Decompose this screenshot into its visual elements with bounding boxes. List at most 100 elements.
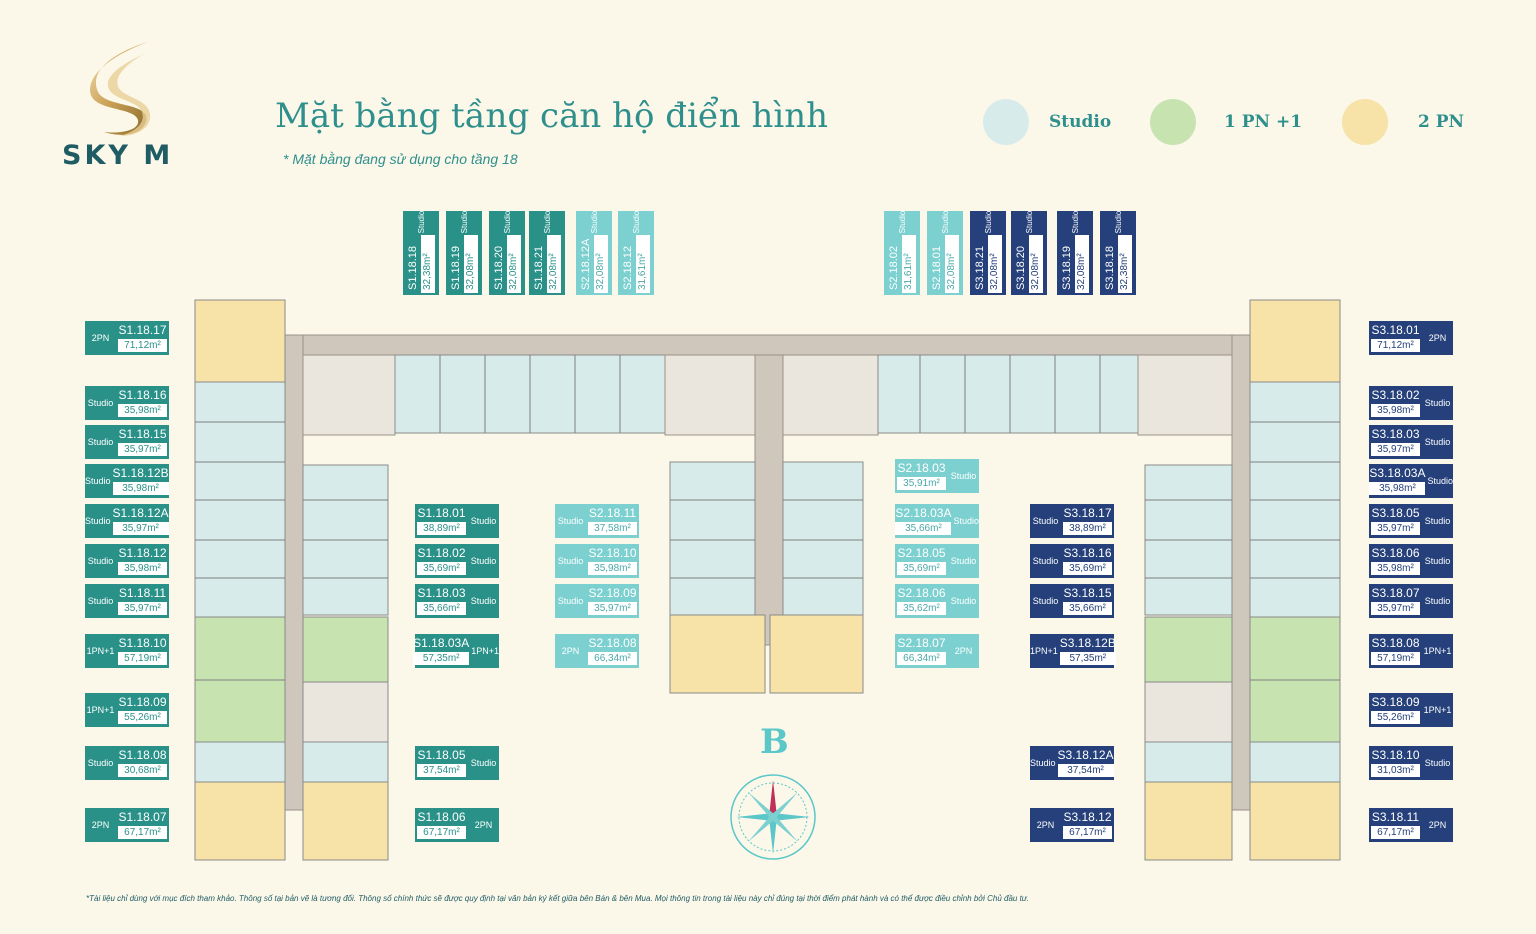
legend-studio-label: Studio	[1049, 112, 1112, 132]
unit-code: S3.18.11	[1371, 810, 1420, 824]
unit-area: 71,12m²	[1371, 339, 1420, 352]
unit-code: S1.18.02	[417, 546, 466, 560]
unit-type: Studio	[416, 210, 426, 234]
unit-code: S3.18.12B	[1059, 636, 1116, 650]
unit-type: Studio	[589, 210, 599, 234]
unit-type: Studio	[1424, 436, 1451, 447]
page-title: Mặt bằng tầng căn hộ điển hình	[275, 96, 829, 136]
unit-type: Studio	[631, 210, 641, 234]
unit-area: 55,26m²	[118, 711, 167, 724]
unit-area: 37,54m²	[1057, 764, 1114, 777]
unit-type: Studio	[1424, 555, 1451, 566]
unit-code: S3.18.15	[1063, 586, 1112, 600]
unit-code: S3.18.05	[1371, 506, 1420, 520]
unit-area: 32,08m²	[988, 235, 1002, 293]
unit-area: 38,89m²	[1063, 522, 1112, 535]
unit-area: 32,08m²	[1075, 235, 1089, 293]
unit-type: Studio	[87, 757, 114, 768]
unit-code: S1.18.05	[417, 748, 466, 762]
unit-area: 32,38m²	[421, 235, 435, 293]
brand-name: SKY M	[62, 140, 174, 171]
unit-code: S1.18.11	[118, 586, 167, 600]
unit-type: Studio	[1030, 757, 1056, 768]
unit-code: S2.18.09	[588, 586, 637, 600]
unit-code: S3.18.06	[1371, 546, 1420, 560]
unit-type: Studio	[470, 595, 497, 606]
unit-code: S1.18.03	[417, 586, 466, 600]
unit-code: S1.18.12	[118, 546, 167, 560]
unit-area: 57,35m²	[413, 652, 470, 665]
footnote: *Tài liệu chỉ dùng với mục đích tham khả…	[86, 894, 1030, 903]
unit-type: 2PN	[1428, 819, 1447, 830]
tower-label: B	[760, 722, 789, 762]
unit-tag[interactable]: 2PN S3.18.11 67,17m²	[1369, 808, 1453, 842]
legend-1pn1: 1 PN +1	[1150, 99, 1302, 145]
unit-type: 1PN+1	[1423, 645, 1452, 656]
unit-area: 35,97m²	[1371, 443, 1420, 456]
unit-code: S1.18.15	[118, 427, 167, 441]
unit-code: S2.18.08	[588, 636, 637, 650]
unit-code: S1.18.20	[493, 245, 505, 290]
unit-area: 35,97m²	[1371, 602, 1420, 615]
unit-area: 67,17m²	[1371, 826, 1420, 839]
unit-type: Studio	[87, 436, 114, 447]
unit-type: Studio	[87, 397, 114, 408]
unit-code: S1.18.17	[118, 323, 167, 337]
unit-type: Studio	[470, 555, 497, 566]
